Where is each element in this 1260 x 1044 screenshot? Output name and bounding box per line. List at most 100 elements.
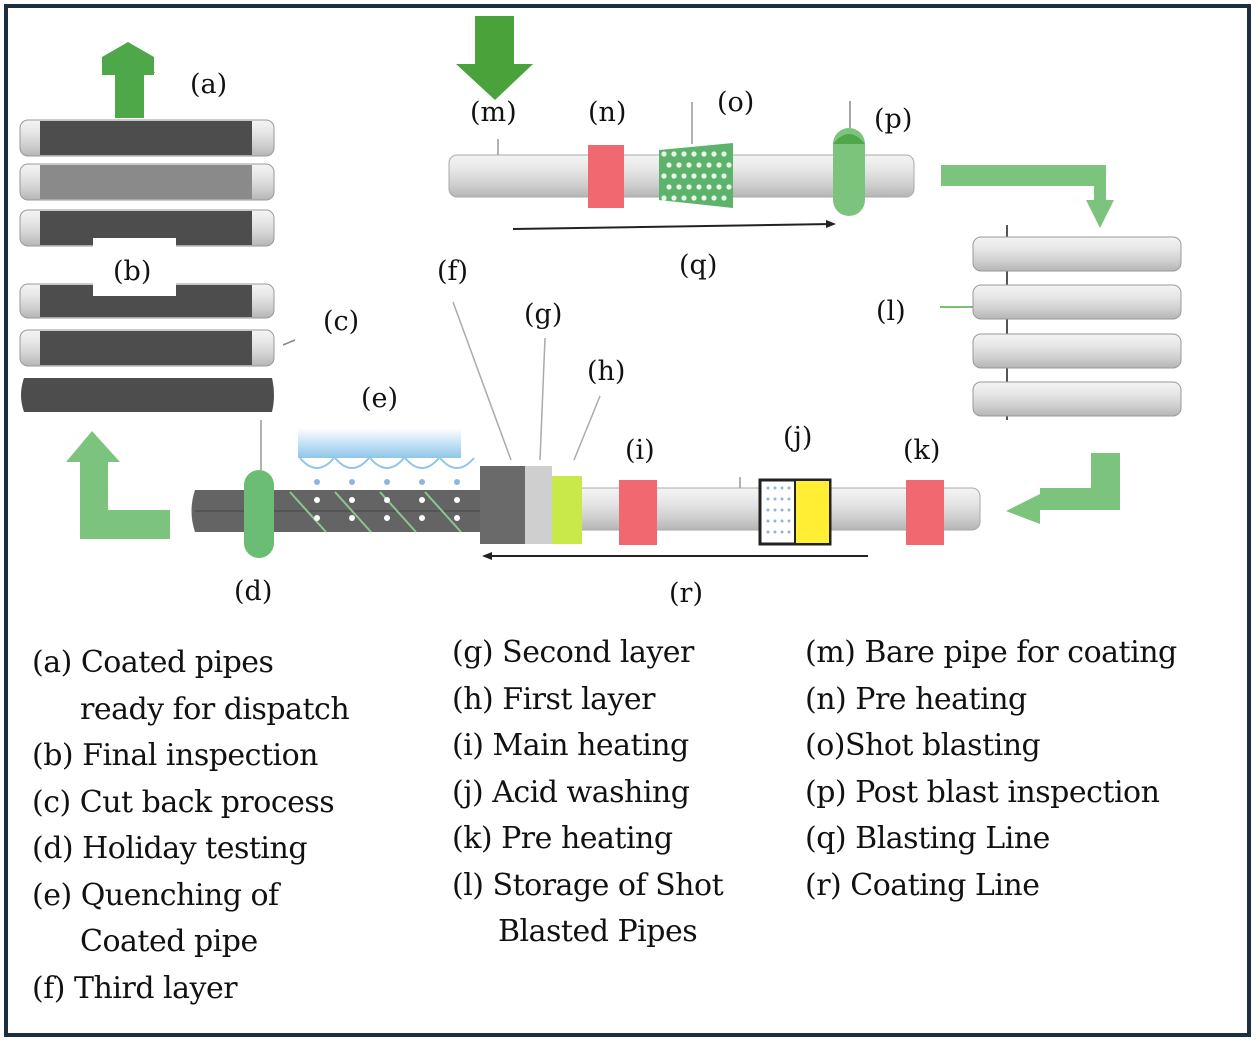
legend-item: (d) Holiday testing (32, 831, 308, 866)
water-drop (454, 479, 460, 485)
coating-stripe (424, 491, 462, 533)
shot-dot (681, 195, 687, 201)
water-drop (384, 479, 390, 485)
spray-nozzle (369, 457, 405, 469)
acid-drop (787, 530, 791, 534)
transfer-arrow-icon (941, 165, 1114, 228)
shot-dot (671, 151, 677, 157)
preheater-n (588, 145, 624, 208)
legend-item: (m) Bare pipe for coating (805, 635, 1177, 670)
water-drop (314, 515, 320, 521)
feed-arrow-icon (1006, 453, 1120, 524)
water-drop (419, 479, 425, 485)
shot-dot (716, 162, 722, 168)
legend-item: (k) Pre heating (452, 821, 673, 856)
shot-dot (681, 173, 687, 179)
stored-pipe (972, 284, 1182, 320)
legend-item-continuation: ready for dispatch (80, 691, 350, 727)
marker-e: (e) (361, 383, 398, 414)
acid-drop (787, 497, 791, 501)
shot-dot (676, 184, 682, 190)
shot-dot (711, 151, 717, 157)
shot-blaster-o (659, 102, 733, 208)
shot-dot (691, 195, 697, 201)
acid-drop (766, 497, 770, 501)
second-layer-g (525, 466, 552, 544)
third-layer-f (480, 466, 525, 544)
shot-dot (701, 195, 707, 201)
shot-dot (681, 151, 687, 157)
legend-item: (g) Second layer (452, 635, 694, 670)
input-arrow-icon (456, 16, 533, 100)
shot-dot (696, 184, 702, 190)
process-diagram: (a) (b) (c) (d) (e) (f) (g) (h) (i) (j) … (19, 16, 1182, 609)
legend-item: (i) Main heating (452, 728, 689, 763)
legend-item: (n) Pre heating (805, 681, 1027, 717)
spray-nozzle (439, 457, 475, 469)
marker-b: (b) (113, 256, 151, 287)
acid-drop (773, 497, 777, 501)
acid-drop (766, 519, 770, 523)
dispatch-arrow-icon (102, 42, 155, 118)
water-drop (314, 479, 320, 485)
acid-drop (773, 508, 777, 512)
stored-pipe (972, 381, 1182, 417)
coating-line-pipe (191, 487, 981, 532)
acid-drop (780, 486, 784, 490)
marker-f: (f) (437, 256, 468, 287)
legend-item: (h) First layer (452, 681, 656, 717)
preheater-k (906, 480, 944, 545)
legend-item-continuation: Blasted Pipes (498, 914, 698, 949)
legend-item: (r) Coating Line (805, 867, 1040, 903)
shot-dot (706, 184, 712, 190)
shot-dot (691, 151, 697, 157)
acid-drop (773, 486, 777, 490)
marker-j: (j) (783, 422, 812, 453)
shot-dot (701, 173, 707, 179)
coated-pipe (19, 163, 275, 201)
acid-drop (787, 486, 791, 490)
shot-dot (661, 173, 667, 179)
shot-dot (676, 162, 682, 168)
legend-item-continuation: Coated pipe (80, 924, 258, 959)
marker-a: (a) (190, 69, 227, 100)
shot-dot (666, 184, 672, 190)
water-drop (419, 515, 425, 521)
layer-leader-lines (452, 301, 601, 461)
coated-pipe (19, 119, 275, 157)
marker-p: (p) (874, 104, 912, 135)
acid-drop (780, 497, 784, 501)
shot-dot (716, 184, 722, 190)
water-drop (349, 515, 355, 521)
acid-drop (766, 486, 770, 490)
water-drop (349, 479, 355, 485)
shot-dot (726, 162, 732, 168)
legend-column-3: (m) Bare pipe for coating (n) Pre heating… (805, 630, 1177, 909)
marker-n: (n) (588, 97, 626, 128)
return-arrow-icon (66, 431, 170, 539)
shot-dot (686, 162, 692, 168)
quench-unit-e (298, 428, 475, 521)
water-drop (384, 497, 390, 503)
shot-dot (711, 195, 717, 201)
acid-drop (766, 508, 770, 512)
acid-drop (773, 519, 777, 523)
legend-item: (f) Third layer (32, 970, 238, 1006)
cutback-leader-line (282, 339, 296, 346)
legend-item: (o)Shot blasting (805, 728, 1041, 763)
coated-pipe (19, 329, 275, 367)
marker-q: (q) (679, 250, 717, 281)
shot-dot (721, 195, 727, 201)
marker-c: (c) (323, 306, 359, 337)
spray-nozzle (299, 457, 335, 469)
water-drop (349, 497, 355, 503)
acid-drop (773, 530, 777, 534)
shot-dot (696, 162, 702, 168)
shot-dot (671, 195, 677, 201)
marker-r: (r) (669, 578, 703, 609)
marker-k: (k) (903, 435, 940, 466)
shot-dot (666, 162, 672, 168)
acid-drop (780, 530, 784, 534)
acid-drop (780, 508, 784, 512)
